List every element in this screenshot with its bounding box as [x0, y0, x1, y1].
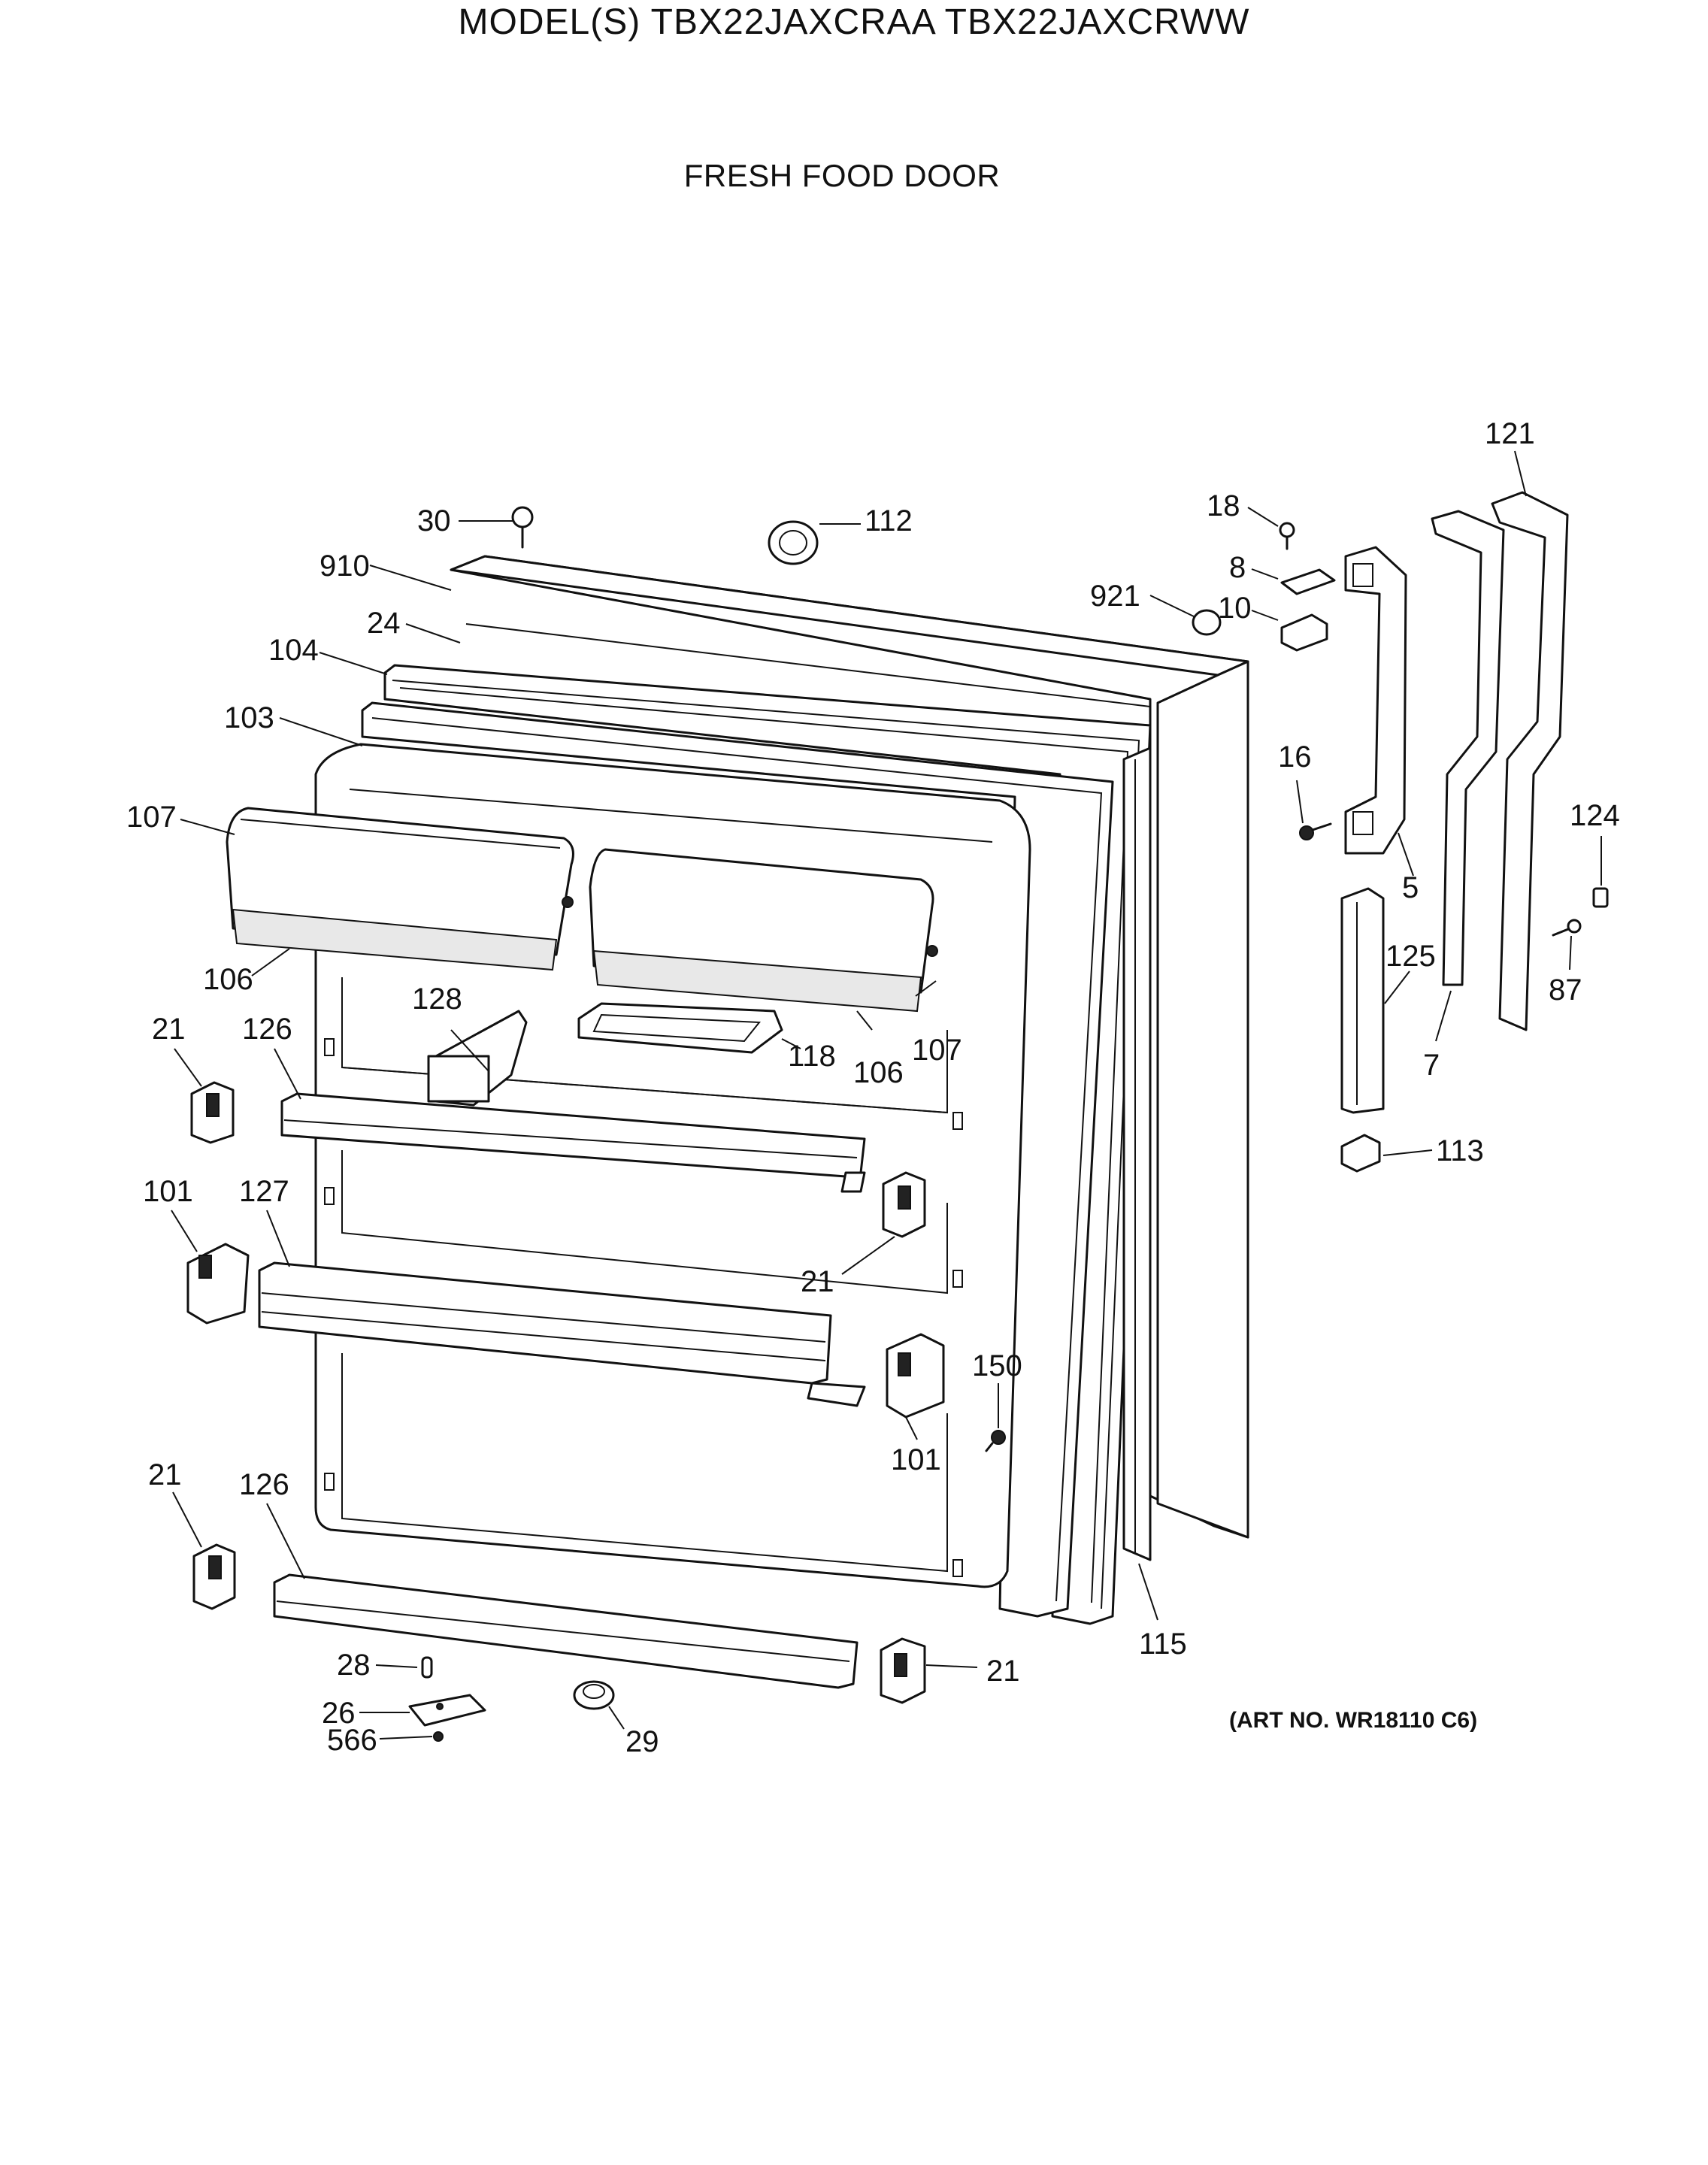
- callout-21-upper-right: 21: [801, 1265, 834, 1298]
- screw-30: [511, 506, 534, 549]
- callout-26: 26: [322, 1697, 356, 1730]
- handle-bracket-5: [1344, 546, 1407, 855]
- page-title: MODEL(S) TBX22JAXCRAA TBX22JAXCRWW: [458, 2, 1250, 42]
- callout-150: 150: [972, 1349, 1022, 1382]
- callout-101-left: 101: [143, 1175, 193, 1208]
- callout-18: 18: [1207, 489, 1240, 522]
- callout-29: 29: [625, 1725, 659, 1758]
- shelf-bracket-middle-right: [886, 1333, 945, 1419]
- door-shelf-middle: [258, 1261, 866, 1407]
- callout-16: 16: [1278, 740, 1312, 774]
- hinge-plate-8: [1280, 568, 1336, 595]
- callout-106-left: 106: [203, 963, 253, 996]
- dairy-compartment-right: [589, 848, 938, 1013]
- handle-end-113: [1340, 1134, 1381, 1173]
- callout-103: 103: [224, 701, 274, 734]
- callout-128: 128: [412, 983, 462, 1016]
- shelf-bracket-upper-right: [882, 1171, 926, 1238]
- door-seal-strip: [1122, 746, 1152, 1561]
- callout-126-lower: 126: [239, 1468, 289, 1501]
- callout-21-lower-right: 21: [986, 1655, 1020, 1688]
- screw-87: [1552, 919, 1582, 937]
- callout-8: 8: [1229, 551, 1246, 584]
- callout-87: 87: [1549, 973, 1582, 1007]
- callout-21-lower-left: 21: [148, 1458, 182, 1491]
- leader-lines: [171, 450, 1602, 1740]
- callout-118: 118: [788, 1040, 836, 1073]
- callout-112: 112: [865, 504, 913, 537]
- screw-16: [1299, 822, 1332, 840]
- callout-30: 30: [417, 504, 451, 537]
- shelf-bracket-upper-left: [190, 1081, 235, 1144]
- callout-126-upper: 126: [242, 1013, 292, 1046]
- dairy-compartment-left: [226, 807, 574, 971]
- callout-104: 104: [268, 634, 319, 667]
- door-shelf-lower: [273, 1573, 859, 1689]
- callout-121: 121: [1485, 417, 1535, 450]
- callout-113: 113: [1436, 1134, 1484, 1167]
- section-title: FRESH FOOD DOOR: [683, 158, 1001, 193]
- plug-112: [768, 520, 819, 565]
- callout-910: 910: [319, 550, 370, 583]
- callout-28: 28: [337, 1649, 371, 1682]
- callout-7: 7: [1423, 1049, 1440, 1082]
- handle-mount-125: [1340, 887, 1385, 1114]
- shelf-bracket-middle-left: [186, 1243, 250, 1325]
- shelf-bracket-lower-right: [880, 1637, 926, 1704]
- callout-10: 10: [1218, 592, 1252, 625]
- callout-127: 127: [239, 1175, 289, 1208]
- callout-5: 5: [1402, 871, 1419, 904]
- callout-21-upper-left: 21: [152, 1013, 186, 1046]
- callout-101-right: 101: [891, 1443, 941, 1476]
- door-handle-7: [1431, 510, 1505, 986]
- bushing-10: [1280, 613, 1328, 652]
- plug-29: [573, 1680, 615, 1710]
- screw-18: [1279, 522, 1295, 550]
- callout-124: 124: [1570, 799, 1620, 832]
- screw-566: [433, 1731, 444, 1742]
- shelf-bracket-lower-left: [192, 1543, 236, 1610]
- callout-125: 125: [1385, 940, 1436, 973]
- handle-cap-124: [1592, 887, 1609, 908]
- art-number: (ART NO. WR18110 C6): [1229, 1708, 1478, 1733]
- callout-labels: 30 112 910 24 104 103 107 106 128 21 126…: [126, 417, 1620, 1758]
- door-liner-frame: [361, 701, 1114, 1618]
- callout-24: 24: [367, 607, 401, 640]
- callout-921: 921: [1090, 580, 1140, 613]
- shelf-divider: [427, 1010, 528, 1107]
- callout-566: 566: [327, 1724, 377, 1757]
- plate-26: [408, 1694, 486, 1727]
- door-gasket: [383, 664, 1152, 1625]
- door-shelf-upper: [280, 1092, 866, 1193]
- screw-150: [985, 1430, 1006, 1452]
- callout-106-right: 106: [853, 1056, 904, 1089]
- pin-28: [421, 1656, 433, 1679]
- egg-tray: [577, 1002, 783, 1054]
- callout-115: 115: [1139, 1628, 1187, 1661]
- plug-921: [1192, 609, 1222, 636]
- callout-107-left: 107: [126, 801, 177, 834]
- outer-door-panel: [450, 555, 1249, 1539]
- door-handle-121: [1491, 491, 1569, 1031]
- callout-107-right: 107: [912, 1034, 962, 1067]
